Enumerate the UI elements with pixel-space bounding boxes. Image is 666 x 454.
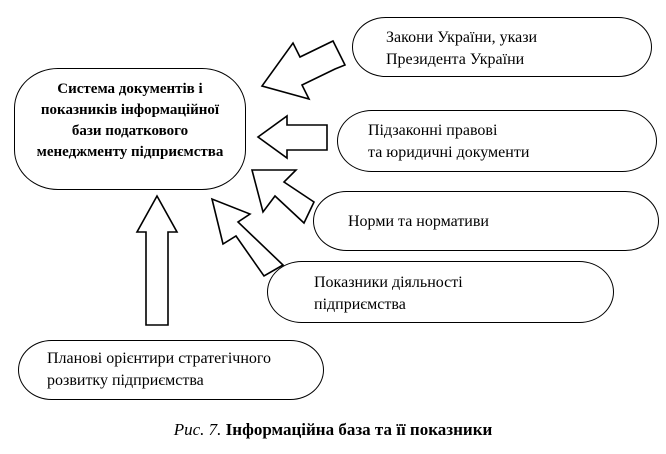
source-node-strategic: Планові орієнтири стратегічного розвитку…: [18, 340, 324, 400]
source-norms-line-1: Норми та нормативи: [348, 213, 489, 230]
figure-title: Інформаційна база та її показники: [225, 420, 493, 439]
source-bylaws-line-2: та юридичні документи: [368, 144, 530, 161]
central-line-2: показників інформаційної: [40, 102, 220, 118]
arrow-indicators: [210, 197, 285, 278]
figure-number: Рис. 7.: [173, 420, 222, 439]
arrow-strategic: [135, 194, 179, 326]
source-node-indicators: Показники діяльності підприємства: [267, 261, 614, 323]
arrow-bylaws: [256, 114, 328, 160]
source-laws-line-2: Президента України: [386, 51, 525, 68]
central-node: Система документів і показників інформац…: [14, 68, 246, 190]
source-bylaws-line-1: Підзаконні правові: [368, 122, 498, 139]
source-strategic-line-2: розвитку підприємства: [47, 372, 204, 389]
source-node-bylaws: Підзаконні правові та юридичні документи: [337, 110, 657, 172]
source-indicators-line-2: підприємства: [314, 296, 406, 313]
central-line-3: бази податкового: [71, 123, 189, 139]
central-line-4: менеджменту підприємства: [36, 144, 224, 160]
source-laws-line-1: Закони України, укази: [386, 29, 538, 46]
source-node-norms: Норми та нормативи: [313, 191, 659, 251]
central-line-1: Система документів і: [57, 81, 203, 97]
source-strategic-line-1: Планові орієнтири стратегічного: [47, 350, 272, 367]
arrow-norms: [250, 169, 316, 225]
source-node-laws: Закони України, укази Президента України: [352, 17, 652, 77]
arrow-laws: [260, 39, 347, 101]
source-indicators-line-1: Показники діяльності: [314, 274, 463, 291]
figure-caption: Рис. 7. Інформаційна база та її показник…: [0, 420, 666, 440]
